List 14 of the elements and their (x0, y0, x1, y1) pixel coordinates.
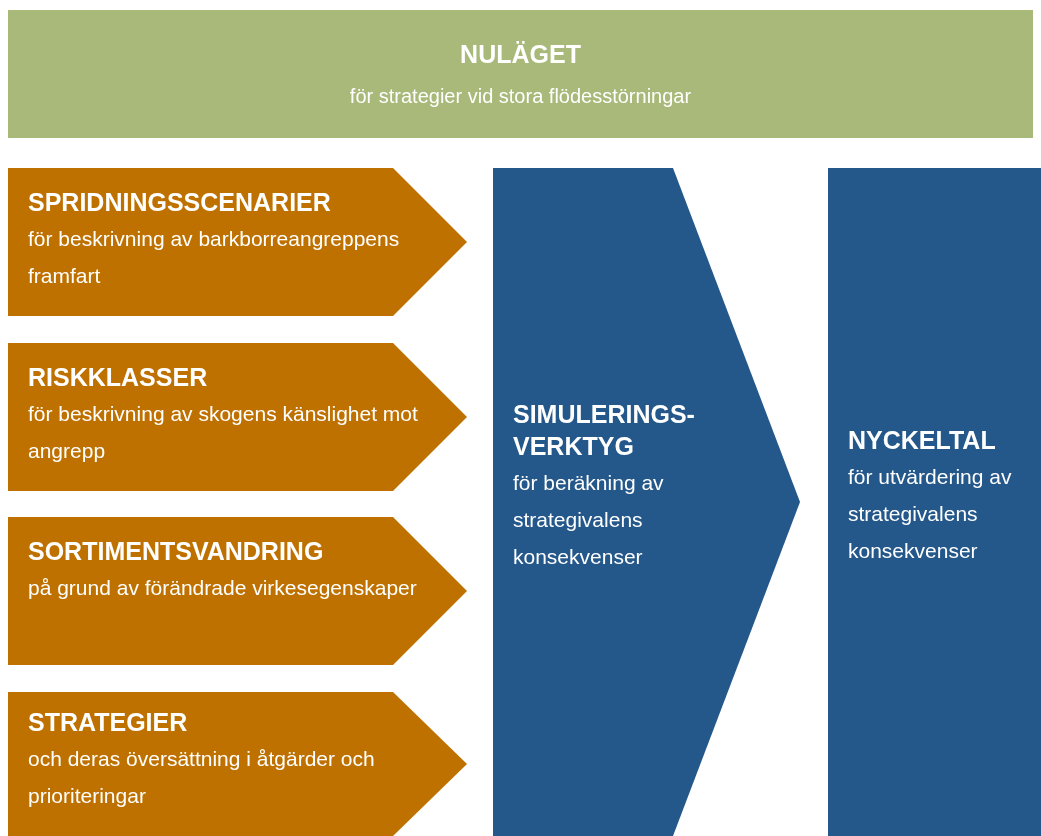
heading: RISKKLASSER (28, 362, 209, 393)
heading: NYCKELTAL (848, 425, 997, 456)
description: på grund av förändrade virkesegenskaper (28, 575, 418, 601)
heading: NULÄGET (459, 39, 582, 70)
description: för strategier vid stora flödesstörningar (348, 84, 693, 109)
description: för beskrivning av barkborreangreppens framfart (28, 226, 401, 289)
description: och deras översättning i åtgärder och prioriteringar (28, 746, 376, 809)
description: för beräkning av strategivalens konsekvenser (513, 470, 665, 570)
heading: SORTIMENTSVANDRING (28, 536, 325, 567)
description: för beskrivning av skogens känslighet mot angrepp (28, 401, 419, 464)
heading: SPRIDNINGSSCENARIER (28, 187, 332, 218)
heading: STRATEGIER (28, 707, 189, 738)
description: för utvärdering av strategivalens konsekvenser (848, 464, 1013, 564)
heading: SIMULERINGS- VERKTYG (513, 399, 696, 462)
